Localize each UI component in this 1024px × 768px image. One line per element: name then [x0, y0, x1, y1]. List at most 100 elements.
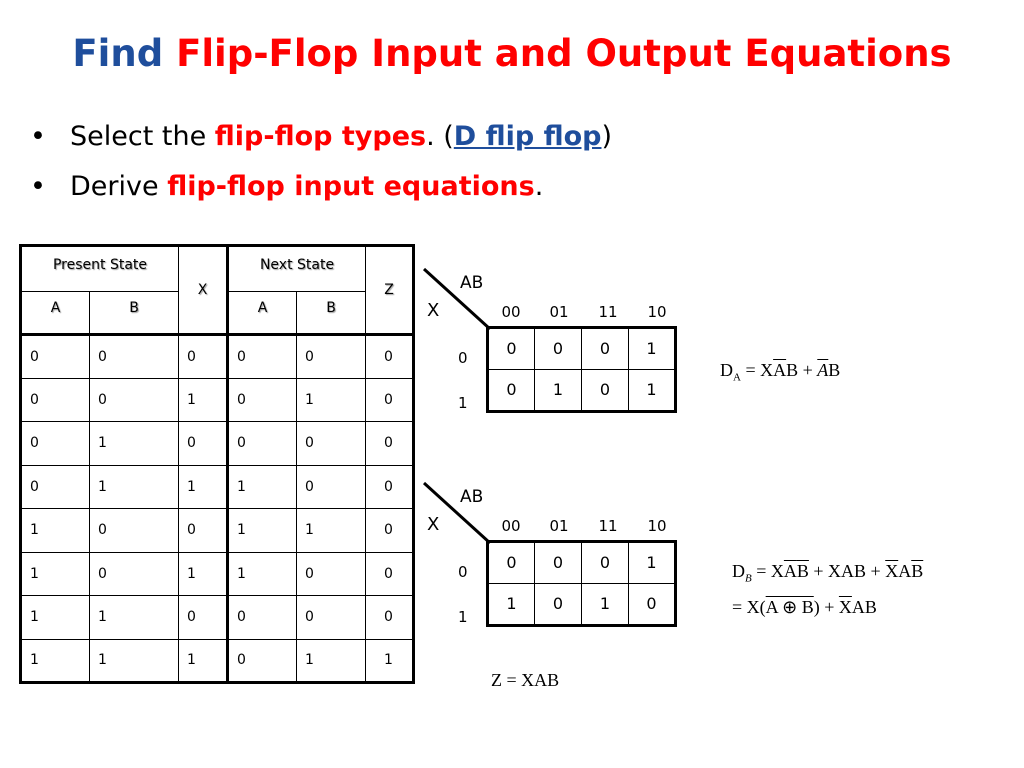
- table-cell: 0: [227, 595, 297, 640]
- table-cell: 1: [178, 464, 229, 509]
- kmap-ab-label: AB: [460, 273, 484, 293]
- kmap-col-header: 11: [598, 517, 618, 535]
- kmap-cell: 1: [628, 541, 676, 584]
- z-header: Z: [365, 245, 414, 336]
- table-cell: 0: [365, 421, 414, 466]
- table-cell: 0: [178, 508, 229, 553]
- table-cell: 0: [365, 508, 414, 553]
- table-cell: 1: [20, 508, 90, 553]
- table-cell: 0: [178, 421, 229, 466]
- kmap-row-header: 1: [458, 394, 468, 412]
- table-cell: 0: [20, 334, 90, 379]
- bullet-list: •Select the flip-flop types. (D flip flo…: [30, 112, 612, 212]
- kmap-cell: 0: [581, 369, 629, 412]
- table-cell: 0: [365, 334, 414, 379]
- table-cell: 1: [296, 638, 366, 683]
- slide-title: Find Flip-Flop Input and Output Equation…: [0, 32, 1024, 75]
- table-cell: 1: [296, 377, 366, 422]
- table-cell: 1: [89, 421, 179, 466]
- table-cell: 0: [89, 334, 179, 379]
- table-cell: 0: [296, 421, 366, 466]
- kmap-x-label: X: [427, 300, 440, 321]
- table-cell: 1: [20, 638, 90, 683]
- bullet-dot-icon: •: [30, 121, 46, 152]
- table-cell: 0: [178, 334, 229, 379]
- kmap-col-header: 01: [549, 517, 569, 535]
- table-cell: 0: [178, 595, 229, 640]
- table-cell: 1: [89, 464, 179, 509]
- table-cell: 0: [296, 334, 366, 379]
- kmap-cell: 1: [628, 369, 676, 412]
- kmap-row-header: 0: [458, 563, 468, 581]
- bullet-2: •Derive flip-flop input equations.: [30, 162, 612, 212]
- table-cell: 0: [89, 377, 179, 422]
- table-cell: 0: [296, 464, 366, 509]
- kmap-cell: 0: [487, 541, 535, 584]
- table-cell: 0: [296, 595, 366, 640]
- kmap-cell: 1: [534, 369, 582, 412]
- kmap-diagonal: [422, 267, 492, 331]
- table-cell: 0: [365, 551, 414, 596]
- kmap-col-header: 00: [501, 517, 521, 535]
- kmap-cell: 1: [487, 583, 535, 626]
- equation-db-simplified: = X(A ⊕ B) + XAB: [732, 597, 877, 617]
- kmap-cell: 0: [487, 369, 535, 412]
- kmap-row-header: 1: [458, 608, 468, 626]
- equation-z: Z = XAB: [491, 670, 560, 690]
- kmap-col-header: 11: [598, 303, 618, 321]
- table-cell: 1: [178, 638, 229, 683]
- table-cell: 0: [227, 377, 297, 422]
- table-cell: 0: [89, 508, 179, 553]
- bullet-1: •Select the flip-flop types. (D flip flo…: [30, 112, 612, 162]
- d-flip-flop-link[interactable]: D flip flop: [453, 121, 602, 152]
- kmap-cell: 0: [487, 327, 535, 370]
- present-b-header: B: [89, 291, 179, 336]
- table-cell: 0: [365, 595, 414, 640]
- table-cell: 0: [20, 464, 90, 509]
- bullet-dot-icon: •: [30, 171, 46, 202]
- table-cell: 0: [365, 464, 414, 509]
- kmap-cell: 0: [534, 583, 582, 626]
- x-header: X: [178, 245, 229, 336]
- table-cell: 0: [296, 551, 366, 596]
- table-cell: 1: [227, 551, 297, 596]
- kmap-col-header: 10: [647, 303, 667, 321]
- kmap-diagonal: [422, 481, 492, 545]
- kmap-cell: 0: [534, 327, 582, 370]
- table-cell: 1: [20, 595, 90, 640]
- kmap-cell: 0: [534, 541, 582, 584]
- table-cell: 0: [89, 551, 179, 596]
- table-cell: 0: [20, 377, 90, 422]
- table-cell: 1: [227, 508, 297, 553]
- equation-db: DB = XAB + XAB + XAB: [732, 561, 924, 585]
- title-find: Find: [72, 32, 164, 75]
- title-rest: Flip-Flop Input and Output Equations: [176, 32, 952, 75]
- equation-da: DA = XAB + AB: [720, 360, 841, 384]
- kmap-col-header: 00: [501, 303, 521, 321]
- kmap-cell: 0: [628, 583, 676, 626]
- kmap-cell: 1: [581, 583, 629, 626]
- table-cell: 0: [365, 377, 414, 422]
- present-a-header: A: [20, 291, 90, 336]
- table-cell: 0: [20, 421, 90, 466]
- table-cell: 0: [227, 421, 297, 466]
- kmap-col-header: 10: [647, 517, 667, 535]
- table-cell: 1: [227, 464, 297, 509]
- kmap-x-label: X: [427, 514, 440, 535]
- table-cell: 0: [227, 334, 297, 379]
- table-cell: 1: [89, 638, 179, 683]
- kmap-col-header: 01: [549, 303, 569, 321]
- table-cell: 1: [89, 595, 179, 640]
- table-cell: 1: [296, 508, 366, 553]
- kmap-ab-label: AB: [460, 487, 484, 507]
